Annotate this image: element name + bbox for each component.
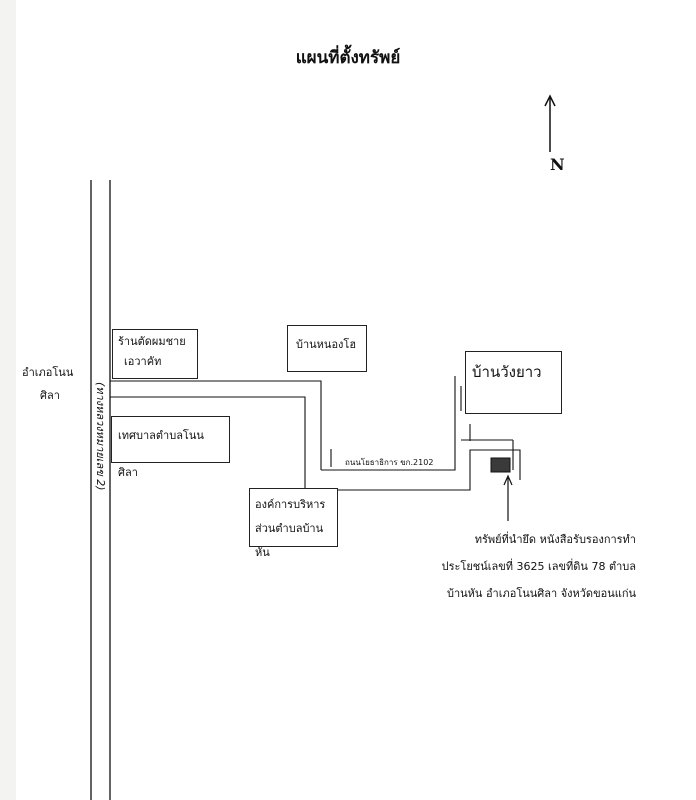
page-edge <box>0 0 16 800</box>
place-sao-line1: องค์การบริหาร <box>255 498 326 511</box>
property-note-line3: บ้านหัน อำเภอโนนศิลา จังหวัดขอนแก่น <box>447 587 636 600</box>
branch-roads <box>110 376 521 491</box>
place-barber: ร้านตัดผมชาย เอวาคัท <box>112 329 198 379</box>
north-label: N <box>550 155 565 174</box>
main-road-label: (ทางหลวงหมายเลข 2) <box>94 382 107 491</box>
district-label-line1: อำเภอโนน <box>22 366 74 379</box>
place-nong-hoi: บ้านหนองโฮ <box>287 325 367 372</box>
place-barber-line1: ร้านตัดผมชาย <box>118 335 186 348</box>
property-note-line2: ประโยชน์เลขที่ 3625 เลขที่ดิน 78 ตำบล <box>441 560 636 573</box>
place-wang-yao: บ้านวังยาว <box>465 351 562 414</box>
property-marker-icon <box>490 457 511 473</box>
north-arrow-icon <box>544 94 556 152</box>
district-label-line2: ศิลา <box>40 389 60 402</box>
local-road-label: ถนนโยธาธิการ ขก.2102 <box>345 458 434 467</box>
place-sao-line2: ส่วนตำบลบ้านหัน <box>255 522 324 559</box>
property-note: ทรัพย์ที่นำยึด หนังสือรับรองการทำ ประโยช… <box>380 526 636 607</box>
property-note-line1: ทรัพย์ที่นำยึด หนังสือรับรองการทำ <box>474 533 636 546</box>
map-title: แผนที่ตั้งทรัพย์ <box>295 48 401 68</box>
main-highway <box>90 180 111 800</box>
place-barber-line2: เอวาคัท <box>124 355 162 368</box>
property-pointer-arrow <box>503 474 513 521</box>
place-sao: องค์การบริหาร ส่วนตำบลบ้านหัน <box>249 488 338 559</box>
place-municipality: เทศบาลตำบลโนนศิลา <box>111 416 230 479</box>
